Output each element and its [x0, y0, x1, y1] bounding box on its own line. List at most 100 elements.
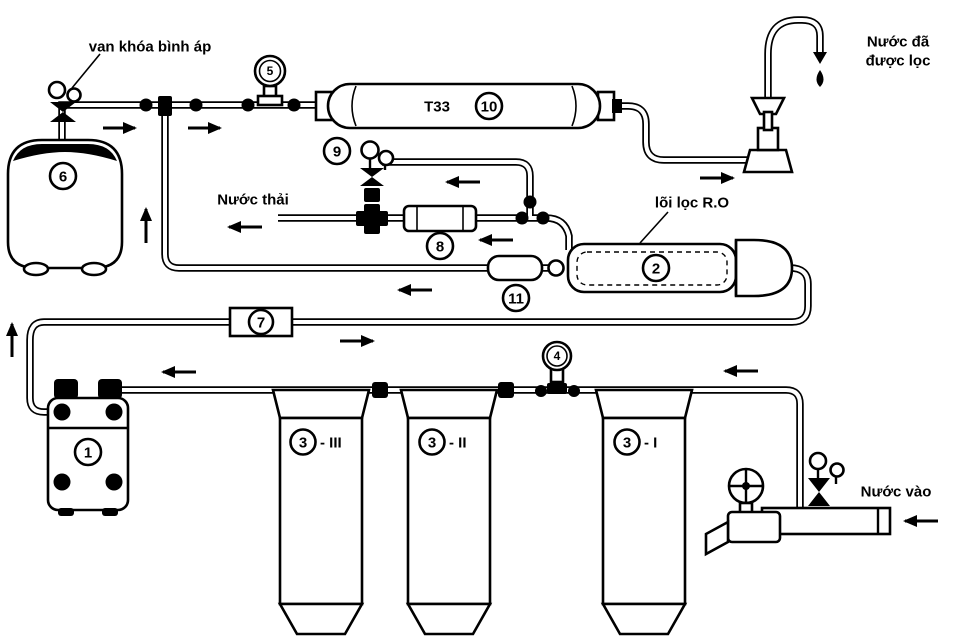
tank-top-band	[13, 144, 117, 161]
fitting-dot	[189, 98, 203, 112]
pump-head-cap	[98, 379, 122, 399]
filter-cap	[594, 388, 694, 420]
tee-fitting	[158, 96, 172, 116]
gauge-dial-inner	[546, 345, 568, 367]
filtered-water-label: Nước đã	[867, 33, 930, 50]
valve-knob	[360, 140, 380, 160]
valve-knob	[829, 462, 845, 478]
component-number-circle	[418, 428, 446, 456]
valve-body-lower	[364, 188, 380, 202]
pump-port	[53, 403, 71, 421]
fitting-dot	[139, 98, 153, 112]
filter-taper	[277, 602, 365, 636]
faucet-spout-tip	[813, 52, 827, 64]
tank-valve-knob	[66, 87, 82, 103]
pipe	[616, 102, 748, 164]
component-number: 7	[257, 314, 265, 331]
pump-port	[105, 473, 123, 491]
faucet-column	[756, 126, 780, 152]
component-number: 3	[623, 434, 631, 451]
permeate-fitting	[547, 259, 565, 277]
faucet-stem	[762, 110, 774, 132]
filtered-water-label: được lọc	[866, 52, 931, 69]
valve-knob	[808, 451, 828, 471]
tap-body	[726, 510, 782, 544]
t33-seam	[351, 85, 357, 127]
valve-knob	[377, 149, 395, 167]
water-inlet-assembly: Nước vào	[704, 451, 932, 557]
component-number: 5	[267, 64, 274, 78]
fitting-dot	[515, 211, 529, 225]
fitting-dot	[241, 98, 255, 112]
pump-port	[53, 473, 71, 491]
faucet-base	[742, 148, 794, 174]
booster-pump: 1	[46, 379, 130, 516]
tank-foot	[22, 261, 50, 277]
fitting-dot	[535, 385, 547, 397]
clean-water-faucet	[742, 52, 827, 174]
component-number-circle	[48, 161, 78, 191]
flow-restrictor: 8	[402, 204, 478, 261]
component-number: 10	[481, 98, 498, 115]
pipe-core	[382, 160, 532, 218]
filter-taper	[405, 602, 493, 636]
t33-body	[326, 82, 602, 130]
union-fitting	[372, 382, 388, 398]
inlet-check-valve	[808, 478, 830, 506]
faucet-goblet	[749, 96, 787, 116]
component-number-circle	[641, 253, 671, 283]
component-number: 4	[554, 349, 561, 363]
ro-core-label-group: lõi lọc R.O	[639, 194, 730, 244]
pipe	[764, 16, 824, 104]
fitting-dot	[536, 211, 550, 225]
t33-post-carbon-filter: T33 10	[314, 82, 622, 130]
filter-cap	[399, 388, 499, 420]
prefilter-stage-1: 3 - I	[594, 388, 694, 636]
tank-valve-knob	[47, 80, 67, 100]
component-number-circle	[501, 283, 531, 313]
gauge-fitting	[547, 383, 567, 394]
gauge-base	[256, 94, 284, 107]
pipe-core	[766, 18, 822, 104]
tank-body	[6, 138, 124, 270]
pump-foot	[102, 508, 118, 516]
pipe-fittings	[139, 96, 580, 398]
filter-suffix: - I	[644, 434, 657, 451]
prefilter-stage-2: 3 - II	[399, 388, 499, 636]
prefilter-stage-3: 3 - III	[271, 388, 371, 636]
component-number: 3	[428, 434, 436, 451]
water-drop-icon	[816, 70, 824, 87]
component-number: 11	[508, 290, 524, 307]
fitting-dot	[568, 385, 580, 397]
pipe-core	[616, 104, 748, 162]
filter-taper	[600, 602, 688, 636]
pump-head-cap	[54, 379, 78, 399]
flow-arrows	[5, 122, 938, 527]
component-number: 6	[59, 168, 67, 185]
water-in-label: Nước vào	[861, 483, 932, 500]
pressure-gauge-4: 4	[541, 340, 573, 394]
pipe-core	[28, 266, 810, 414]
component-number: 9	[333, 143, 341, 160]
restrictor-body	[402, 204, 478, 233]
ro-cartridge-outline	[576, 251, 728, 286]
inline-component-7: 7	[228, 306, 294, 338]
pipe-core	[532, 216, 571, 250]
pressure-gauge-5: 5	[253, 54, 287, 107]
tank-valve-body	[50, 102, 76, 122]
pressure-valve-label: van khóa bình áp	[89, 38, 212, 55]
ro-core-label: lõi lọc R.O	[655, 194, 730, 211]
gauge-dial-inner	[258, 59, 282, 83]
ro-end-cap	[734, 238, 794, 298]
pressure-tank: 6	[6, 80, 124, 277]
component-number: 8	[436, 238, 444, 255]
inlet-pipe	[760, 506, 892, 536]
fitting-dot	[287, 98, 301, 112]
pipe-core	[60, 103, 320, 142]
tap-handle-hub	[742, 482, 750, 490]
valve-body	[360, 168, 384, 186]
check-valve-capsule: 11	[486, 254, 544, 313]
pressure-valve-label-group: van khóa bình áp	[71, 38, 212, 89]
tee-cross-horizontal	[356, 211, 388, 226]
